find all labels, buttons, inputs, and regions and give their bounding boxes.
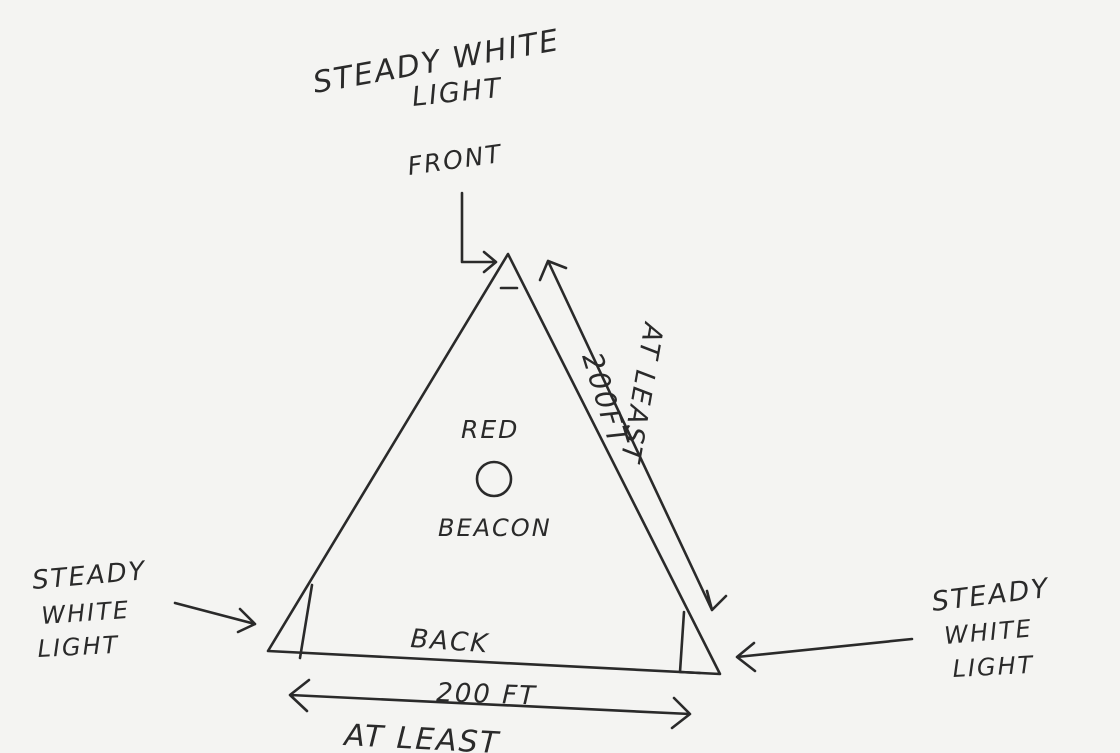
beacon-red-label: RED: [461, 415, 519, 444]
red-beacon-circle-icon: [475, 460, 513, 498]
bottom-distance-label-line1: 200 FT: [436, 678, 538, 712]
right-corner-light: [678, 610, 702, 675]
right-light-label-line1: STEADY: [930, 573, 1052, 618]
back-label: BACK: [410, 624, 491, 659]
front-pointer-arrow-icon: [460, 191, 498, 274]
right-light-label-line2: WHITE: [943, 614, 1034, 650]
bottom-distance-label-line2: AT LEAST: [342, 718, 502, 753]
left-light-label-line3: LIGHT: [37, 631, 120, 663]
beacon-label: BEACON: [438, 514, 552, 542]
left-corner-light: [298, 583, 314, 660]
left-light-label-line2: WHITE: [40, 596, 130, 630]
right-light-label-line3: LIGHT: [952, 651, 1035, 683]
right-light-arrow-icon: [735, 637, 914, 673]
side-distance-arrow-icon: [538, 259, 728, 612]
side-distance-label-line2: AT LEAST: [613, 319, 669, 466]
landing-triangle: [266, 252, 722, 676]
left-light-arrow-icon: [173, 601, 257, 634]
bottom-distance-arrow-icon: [288, 678, 692, 730]
left-light-label-line1: STEADY: [31, 556, 148, 596]
front-label: FRONT: [406, 139, 505, 181]
